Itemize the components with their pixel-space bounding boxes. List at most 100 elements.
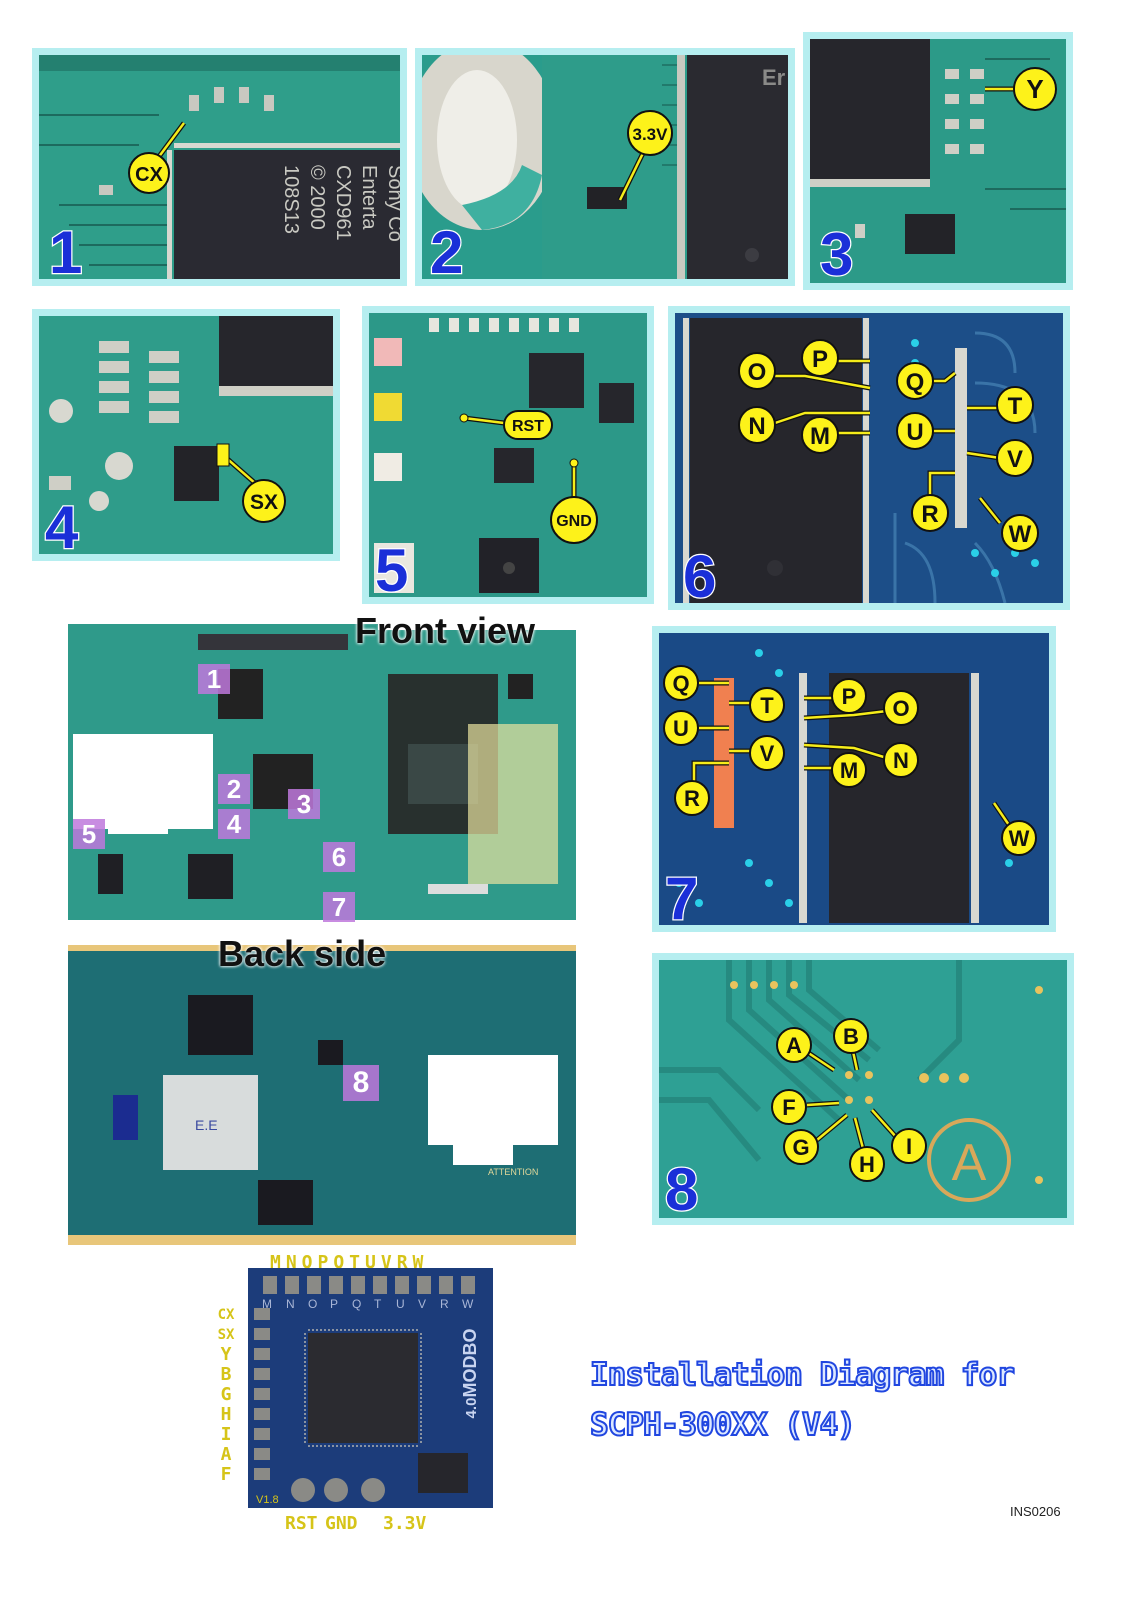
panel-5-photo: RST GND 5 <box>369 313 647 597</box>
svg-text:Q: Q <box>352 1297 361 1311</box>
back-chip-ee: E.E <box>195 1117 218 1133</box>
front-marker-1: 1 <box>198 664 230 694</box>
p6-label-m: M <box>810 423 830 450</box>
p7-label-v: V <box>760 741 775 766</box>
p6-label-q: Q <box>906 369 925 396</box>
diagram-title-line2: SCPH-300XX (V4) <box>589 1406 857 1444</box>
modchip-side-pin-labels: CX SX Y B G H I A F <box>216 1305 236 1485</box>
panel-8-marking: A <box>952 1134 987 1192</box>
panel-6-number: 6 <box>683 543 716 603</box>
svg-text:R: R <box>440 1297 449 1311</box>
chip-text-1b: Enterta <box>358 165 380 230</box>
p6-label-w: W <box>1009 521 1032 548</box>
panel-6-photo: O P Q N M U T V R W 6 <box>675 313 1063 603</box>
label-rst-marker <box>503 410 553 440</box>
chip-text-1a: Sony Co <box>384 165 400 242</box>
p8-label-h: H <box>859 1152 875 1177</box>
p7-label-m: M <box>840 758 858 783</box>
panel-5: RST GND 5 <box>362 306 654 604</box>
p8-label-a: A <box>786 1033 802 1058</box>
panel-7-number: 7 <box>665 865 698 925</box>
p7-label-n: N <box>893 748 909 773</box>
p6-label-o: O <box>748 359 767 386</box>
back-marker-8: 8 <box>343 1065 379 1101</box>
front-marker-3: 3 <box>288 789 320 819</box>
modchip-bottom-3v3: 3.3V <box>383 1513 427 1534</box>
side-pin-i: I <box>220 1424 232 1445</box>
svg-text:O: O <box>308 1297 317 1311</box>
panel-3: Y 3 <box>803 32 1073 290</box>
panel-7: Q T P O U V N M R W 7 <box>652 626 1056 932</box>
panel-2-number: 2 <box>430 219 463 279</box>
panel-1: Sony Co Enterta CXD961 © 2000 108S13 CX … <box>32 48 407 286</box>
label-y: Y <box>1026 74 1043 104</box>
p8-label-f: F <box>782 1095 795 1120</box>
side-pin-y: Y <box>220 1344 232 1365</box>
panel-2: Er 3.3V 2 <box>415 48 795 286</box>
p6-label-u: U <box>906 419 923 446</box>
panel-7-photo: Q T P O U V N M R W 7 <box>659 633 1049 925</box>
p7-label-r: R <box>684 786 700 811</box>
front-marker-6: 6 <box>323 842 355 872</box>
back-board: E.E ATTENTION Back side 8 <box>68 933 576 1245</box>
chip-text-1e: 108S13 <box>280 165 302 234</box>
svg-text:T: T <box>374 1297 382 1311</box>
panel-6: O P Q N M U T V R W 6 <box>668 306 1070 610</box>
side-pin-g: G <box>220 1384 232 1405</box>
p6-label-r: R <box>921 501 938 528</box>
svg-text:N: N <box>286 1297 295 1311</box>
svg-text:M: M <box>262 1297 272 1311</box>
panel-2-photo: Er 3.3V 2 <box>422 55 788 279</box>
panel-8: A A B F G H I 8 <box>652 953 1074 1225</box>
side-pin-b: B <box>220 1364 232 1385</box>
panel-3-number: 3 <box>820 221 853 283</box>
p7-label-p: P <box>842 684 857 709</box>
label-3v3: 3.3V <box>633 125 669 144</box>
reference-code: INS0206 <box>1010 1504 1061 1519</box>
label-rst: RST <box>512 418 544 435</box>
front-marker-7: 7 <box>323 892 355 922</box>
back-attention: ATTENTION <box>488 1167 538 1177</box>
label-sx: SX <box>250 491 278 514</box>
p8-label-i: I <box>906 1134 912 1159</box>
modchip-bottom-rst: RST <box>285 1513 318 1534</box>
svg-text:P: P <box>330 1297 338 1311</box>
chip-text-2: Er <box>762 65 786 90</box>
p7-label-u: U <box>673 716 689 741</box>
side-pin-sx: SX <box>217 1327 235 1343</box>
p6-label-v: V <box>1007 446 1023 473</box>
front-marker-2: 2 <box>218 774 250 804</box>
p6-label-n: N <box>748 413 765 440</box>
back-side-title: Back side <box>218 933 387 974</box>
label-gnd-marker <box>550 496 598 544</box>
front-marker-5: 5 <box>73 819 105 849</box>
panel-4-photo: SX 4 <box>39 316 333 554</box>
side-pin-f: F <box>220 1464 232 1485</box>
label-gnd: GND <box>556 513 592 530</box>
modchip-rev: V1.8 <box>256 1494 279 1506</box>
diagram-title: Installation Diagram for SCPH-300XX (V4) <box>589 1350 1060 1450</box>
panel-1-photo: Sony Co Enterta CXD961 © 2000 108S13 CX … <box>39 55 400 279</box>
front-view-title: Front view <box>355 610 536 651</box>
p8-label-g: G <box>792 1135 809 1160</box>
label-y-marker <box>1013 67 1057 111</box>
panel-5-number: 5 <box>375 537 408 597</box>
panel-8-photo: A A B F G H I 8 <box>659 960 1067 1218</box>
side-pin-a: A <box>220 1444 232 1465</box>
chip-text-1c: CXD961 <box>332 165 354 241</box>
p7-label-w: W <box>1009 826 1030 851</box>
diagram-title-line1: Installation Diagram for <box>589 1356 1016 1394</box>
panel-4: SX 4 <box>32 309 340 561</box>
modchip-version: 4.0 <box>463 1398 480 1419</box>
panel-8-labels: A B F G H I <box>771 1018 927 1182</box>
p6-label-t: T <box>1008 393 1023 420</box>
svg-text:W: W <box>462 1297 474 1311</box>
p7-label-o: O <box>892 696 909 721</box>
label-cx-marker <box>128 152 170 194</box>
panel-7-labels: Q T P O U V N M R W <box>663 665 1037 856</box>
label-3v3-marker <box>627 110 673 156</box>
svg-text:V: V <box>418 1297 426 1311</box>
p7-label-t: T <box>760 693 774 718</box>
